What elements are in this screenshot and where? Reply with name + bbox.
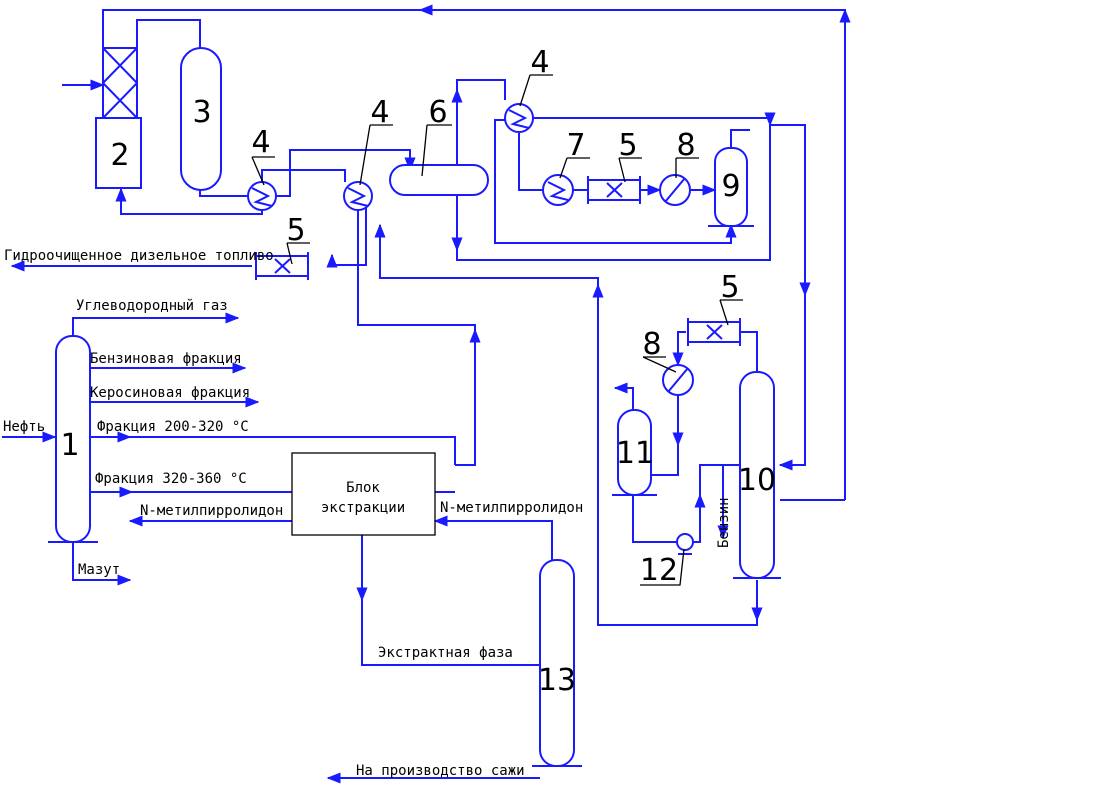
heat-exchanger-4b bbox=[343, 181, 373, 211]
label-5a: 5 bbox=[286, 213, 305, 248]
label-2: 2 bbox=[110, 138, 129, 173]
label-frac-320-360: Фракция 320-360 °С bbox=[95, 471, 247, 487]
label-4b: 4 bbox=[370, 95, 389, 130]
cooler-7 bbox=[542, 174, 574, 206]
heat-exchanger-4a bbox=[247, 181, 277, 211]
3-to-4a bbox=[199, 190, 248, 197]
label-kerosene-frac: Керосиновая фракция bbox=[90, 385, 250, 401]
block-title-2: экстракции bbox=[321, 500, 405, 516]
label-benzin: Бензин bbox=[716, 497, 732, 548]
label-frac-200-320: Фракция 200-320 °С bbox=[97, 419, 249, 435]
4b-to-5a bbox=[326, 197, 367, 268]
column-10 bbox=[733, 371, 781, 579]
hot-to-6 bbox=[276, 149, 416, 197]
heat-exchanger-4c bbox=[504, 103, 534, 133]
8b-to-11 bbox=[651, 395, 679, 476]
label-8a: 8 bbox=[676, 128, 695, 163]
column-13 bbox=[532, 559, 582, 767]
4a-to-4b bbox=[261, 169, 346, 182]
label-4a: 4 bbox=[251, 125, 270, 160]
label-soot: На производство сажи bbox=[356, 763, 525, 779]
separator-6 bbox=[389, 164, 489, 196]
filter-5a bbox=[255, 252, 309, 280]
label-7: 7 bbox=[566, 128, 585, 163]
mazut-out bbox=[72, 542, 132, 586]
to-col10 bbox=[770, 124, 806, 466]
separator-3 bbox=[180, 47, 222, 191]
filter-5c bbox=[687, 318, 741, 346]
raff-line bbox=[357, 210, 476, 466]
label-6: 6 bbox=[428, 95, 447, 130]
frac-200-320 bbox=[88, 436, 456, 465]
leader-lines bbox=[251, 74, 743, 586]
label-gasoline-frac: Бензиновая фракция bbox=[90, 351, 242, 367]
label-8b: 8 bbox=[642, 327, 661, 362]
11-to-12 bbox=[632, 495, 677, 543]
air-cooler-8a bbox=[659, 174, 691, 206]
pump-12 bbox=[676, 533, 694, 555]
label-4c: 4 bbox=[530, 45, 549, 80]
reactor-2 bbox=[95, 47, 142, 189]
vessel-11 bbox=[612, 409, 657, 496]
label-diesel: Гидроочищенное дизельное топливо bbox=[4, 248, 274, 264]
label-11: 11 bbox=[616, 436, 654, 471]
4c-to-7 bbox=[518, 133, 543, 191]
filter-5b bbox=[587, 176, 641, 204]
label-mazut: Мазут bbox=[78, 562, 120, 578]
label-5b: 5 bbox=[618, 128, 637, 163]
column-1 bbox=[48, 335, 98, 543]
label-9: 9 bbox=[721, 169, 740, 204]
10-top bbox=[740, 331, 758, 372]
block-title-1: Блок bbox=[346, 480, 380, 496]
label-oil: Нефть bbox=[3, 419, 45, 435]
air-cooler-8b bbox=[662, 364, 694, 396]
label-5c: 5 bbox=[720, 270, 739, 305]
nmp-in bbox=[433, 515, 553, 562]
label-1: 1 bbox=[60, 428, 79, 463]
label-nmp-left: N-метилпирролидон bbox=[140, 503, 283, 519]
label-hc-gas: Углеводородный газ bbox=[76, 298, 228, 314]
label-10: 10 bbox=[738, 463, 776, 498]
9-top bbox=[730, 129, 750, 148]
vessel-9 bbox=[708, 147, 754, 227]
11-top bbox=[613, 382, 634, 410]
5c-to-8b bbox=[672, 331, 686, 367]
label-extract-phase: Экстрактная фаза bbox=[378, 645, 513, 661]
4c-out bbox=[533, 112, 776, 127]
label-12: 12 bbox=[640, 553, 678, 588]
reactor-to-3 bbox=[136, 19, 201, 48]
extraction-block bbox=[291, 452, 436, 536]
label-nmp-right: N-метилпирролидон bbox=[440, 500, 583, 516]
4a-to-2 bbox=[115, 187, 263, 215]
pipelines bbox=[2, 4, 851, 784]
label-3: 3 bbox=[192, 95, 211, 130]
4c-loop bbox=[494, 119, 737, 244]
6-to-4c bbox=[456, 79, 506, 165]
label-13: 13 bbox=[538, 663, 576, 698]
hc-gas-out bbox=[72, 312, 240, 336]
